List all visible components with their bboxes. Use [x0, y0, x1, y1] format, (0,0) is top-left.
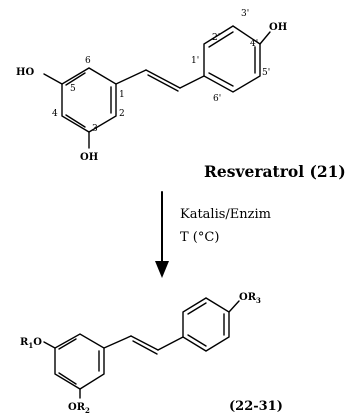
oh-bond-c4prime [259, 31, 271, 45]
product-compound-range: (22-31) [229, 399, 283, 414]
product-vinyl-double-bond [130, 335, 159, 351]
product-or2-label: OR2 [68, 402, 90, 415]
vinyl-bond-2 [179, 75, 205, 89]
hydroxyl-5-label: HO [16, 67, 34, 78]
hydroxyl-4prime-label: OH [269, 22, 287, 33]
product-ring-a [54, 333, 105, 390]
product-r1o-label: R1O [20, 337, 42, 350]
condition-catalyst: Katalis/Enzim [180, 207, 271, 222]
position-3: 3 [92, 124, 98, 134]
reactant-name: Resveratrol (21) [204, 162, 346, 181]
position-5-prime: 5' [262, 68, 270, 78]
position-4-prime: 4' [250, 39, 258, 49]
position-4: 4 [52, 109, 58, 119]
position-1: 1 [119, 90, 125, 100]
position-1-prime: 1' [191, 56, 199, 66]
condition-temperature: T (°C) [180, 230, 219, 245]
product-vinyl-bond-1 [103, 335, 132, 349]
vinyl-bond-1 [115, 69, 147, 85]
product-or3-label: OR3 [239, 292, 261, 305]
oh-bond-c5 [43, 73, 63, 85]
arrowhead [155, 261, 169, 278]
reaction-arrow [155, 191, 169, 278]
product-or1-bond [43, 341, 56, 349]
position-2-prime: 2' [212, 33, 220, 43]
position-6-prime: 6' [213, 94, 221, 104]
product-structure: OR3 R1O OR2 [20, 292, 261, 415]
product-or3-bond [228, 300, 240, 313]
position-5: 5 [70, 84, 76, 94]
position-3-prime: 3' [241, 9, 249, 19]
hydroxyl-3-label: OH [80, 152, 98, 163]
product-ring-b [182, 297, 230, 352]
position-2: 2 [119, 109, 125, 119]
position-6: 6 [85, 56, 91, 66]
ring-a [61, 67, 117, 133]
reactant-structure: OH HO OH 1 2 3 4 5 6 1' 2' 3' 4' 5' 6' [16, 9, 287, 163]
product-vinyl-bond-2 [157, 336, 184, 351]
vinyl-double-bond [145, 69, 181, 89]
